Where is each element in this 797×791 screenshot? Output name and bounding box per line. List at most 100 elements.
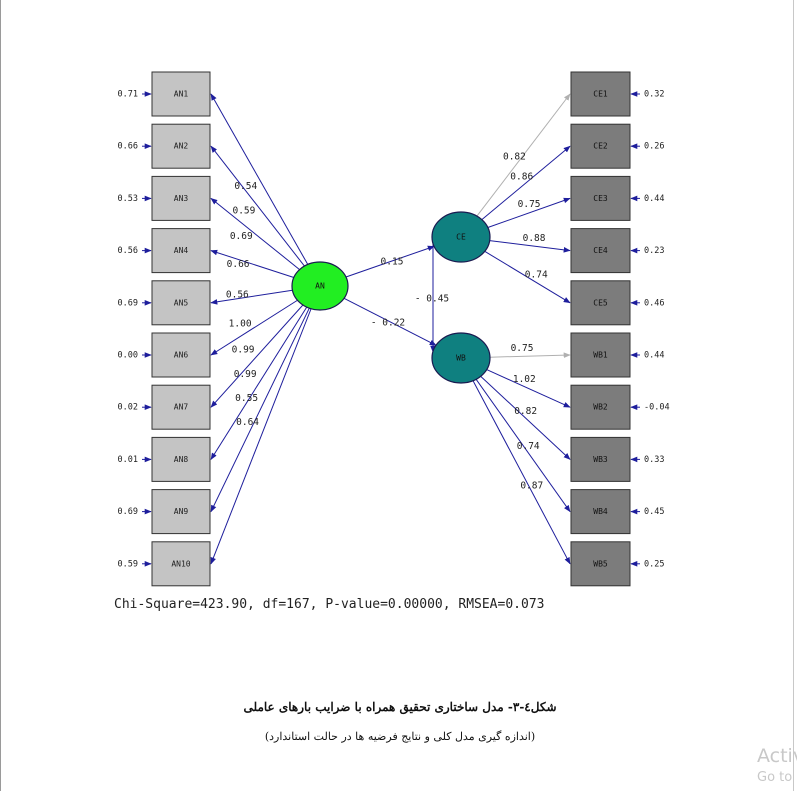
indicator-box-wb3 bbox=[570, 436, 631, 482]
loading-arrow-an6 bbox=[210, 299, 298, 356]
figure-caption-subtitle: (اندازه گیری مدل کلی و نتایج فرضیه ها در… bbox=[264, 730, 536, 743]
loading-value-label: 0.82 bbox=[514, 406, 537, 417]
error-variance-label: -0.04 bbox=[644, 403, 670, 413]
indicator-label: CE3 bbox=[593, 194, 608, 203]
indicator-box-ce5 bbox=[570, 280, 631, 326]
loading-value-label: 0.87 bbox=[520, 481, 543, 492]
error-variance-label: 0.33 bbox=[644, 455, 664, 465]
loading-arrow-wb2 bbox=[486, 369, 571, 408]
indicator-box-an7 bbox=[151, 384, 211, 430]
error-variance-label: 0.44 bbox=[644, 194, 664, 204]
indicator-box-wb4 bbox=[570, 489, 631, 535]
error-variance-label: 0.69 bbox=[118, 298, 138, 308]
error-variance-label: 0.25 bbox=[644, 559, 664, 569]
indicator-label: CE1 bbox=[593, 90, 608, 99]
loading-value-label: 0.88 bbox=[523, 233, 546, 244]
fit-statistics: Chi-Square=423.90, df=167, P-value=0.000… bbox=[114, 597, 545, 612]
indicator-label: AN10 bbox=[171, 559, 190, 568]
indicator-box-ce2 bbox=[570, 123, 631, 169]
loading-value-label: 0.55 bbox=[235, 393, 258, 404]
loading-arrow-ce1 bbox=[476, 93, 571, 217]
indicator-box-an4 bbox=[151, 228, 211, 274]
path-lines bbox=[142, 91, 640, 567]
indicator-label: AN1 bbox=[174, 90, 189, 99]
path-coefficient-an-ce: 0.15 bbox=[381, 257, 404, 268]
error-variance-label: 0.59 bbox=[118, 559, 138, 569]
indicator-label: WB5 bbox=[593, 559, 608, 568]
error-variance-label: 0.45 bbox=[644, 507, 664, 517]
path-arrow-an-wb bbox=[343, 297, 437, 346]
indicator-box-an6 bbox=[151, 332, 211, 378]
indicator-box-wb1 bbox=[570, 332, 631, 378]
indicator-label: CE4 bbox=[593, 246, 608, 255]
indicator-box-wb5 bbox=[570, 541, 631, 587]
loading-value-label: 1.00 bbox=[229, 318, 252, 329]
error-variance-label: 0.71 bbox=[118, 90, 138, 100]
error-variance-label: 0.69 bbox=[118, 507, 138, 517]
indicator-label: WB4 bbox=[593, 507, 608, 516]
coefficient-labels: AN10.710.54AN20.660.59AN30.530.69AN40.56… bbox=[118, 90, 670, 570]
activation-watermark-subtitle: Go to Settings to activate Windows. bbox=[757, 770, 797, 785]
indicator-box-ce4 bbox=[570, 228, 631, 274]
error-variance-label: 0.44 bbox=[644, 351, 664, 361]
indicator-label: AN3 bbox=[174, 194, 189, 203]
loading-value-label: 0.54 bbox=[234, 181, 257, 192]
error-variance-label: 0.53 bbox=[118, 194, 138, 204]
loading-value-label: 0.69 bbox=[230, 231, 253, 242]
indicator-box-wb2 bbox=[570, 384, 631, 430]
indicator-label: WB3 bbox=[593, 455, 608, 464]
loading-value-label: 0.64 bbox=[236, 417, 259, 428]
loading-arrow-wb5 bbox=[472, 380, 571, 565]
latent-label-ce: CE bbox=[456, 233, 466, 242]
error-variance-label: 0.02 bbox=[118, 403, 138, 413]
loading-arrow-ce3 bbox=[487, 197, 571, 228]
indicator-label: AN5 bbox=[174, 298, 189, 307]
loading-value-label: 0.66 bbox=[227, 259, 250, 270]
loading-value-label: 0.59 bbox=[232, 206, 255, 217]
loading-value-label: 0.56 bbox=[226, 289, 249, 300]
indicator-box-an1 bbox=[151, 71, 211, 117]
indicator-box-ce1 bbox=[570, 71, 631, 117]
loading-arrow-an8 bbox=[210, 306, 308, 460]
activation-watermark-title: Activate Windows bbox=[757, 745, 797, 767]
indicator-box-an5 bbox=[151, 280, 211, 326]
indicator-label: CE2 bbox=[593, 142, 608, 151]
latent-node-ce bbox=[431, 211, 491, 263]
loading-arrow-an7 bbox=[210, 304, 304, 408]
indicator-label: WB2 bbox=[593, 403, 608, 412]
loading-arrow-an1 bbox=[210, 93, 309, 265]
loading-value-label: 0.99 bbox=[234, 369, 257, 380]
latent-node-wb bbox=[431, 332, 491, 384]
page-frame-right bbox=[793, 0, 794, 791]
error-variance-label: 0.23 bbox=[644, 246, 664, 256]
indicator-box-an9 bbox=[151, 489, 211, 535]
indicator-label: AN2 bbox=[174, 142, 189, 151]
page-frame-left bbox=[0, 0, 1, 791]
indicator-label: CE5 bbox=[593, 298, 608, 307]
indicator-box-an8 bbox=[151, 436, 211, 482]
loading-value-label: 0.86 bbox=[510, 172, 533, 183]
indicator-box-an10 bbox=[151, 541, 211, 587]
loading-value-label: 0.99 bbox=[232, 344, 255, 355]
loading-arrow-an3 bbox=[210, 197, 300, 270]
error-variance-label: 0.56 bbox=[118, 246, 138, 256]
indicator-box-an2 bbox=[151, 123, 211, 169]
loading-value-label: 0.75 bbox=[518, 199, 541, 210]
loading-arrow-wb4 bbox=[475, 379, 571, 513]
loading-arrow-an9 bbox=[210, 307, 310, 513]
loading-value-label: 1.02 bbox=[513, 374, 536, 385]
error-variance-label: 0.01 bbox=[118, 455, 138, 465]
loading-arrow-ce2 bbox=[481, 145, 571, 221]
latent-label-an: AN bbox=[315, 282, 325, 291]
indicator-label: AN9 bbox=[174, 507, 189, 516]
error-variance-label: 0.32 bbox=[644, 90, 664, 100]
loading-arrow-an4 bbox=[210, 249, 294, 278]
latent-node-an bbox=[291, 261, 349, 311]
indicator-label: WB1 bbox=[593, 351, 608, 360]
latent-label-wb: WB bbox=[456, 354, 466, 363]
path-coefficient-an-wb: - 0.22 bbox=[371, 318, 405, 329]
loading-arrow-ce5 bbox=[484, 250, 571, 304]
path-arrow-an-ce bbox=[345, 245, 435, 278]
indicator-label: AN4 bbox=[174, 246, 189, 255]
